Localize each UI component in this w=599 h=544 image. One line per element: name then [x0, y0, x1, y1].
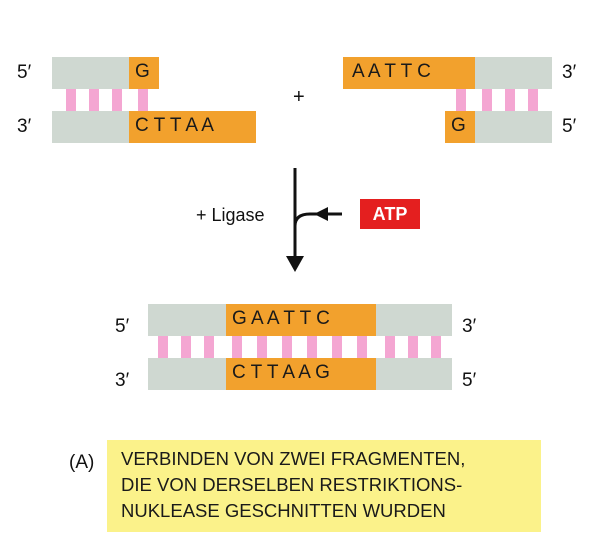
product-bottom-left-backbone [148, 358, 226, 390]
base-pair [482, 89, 492, 111]
left-fragment-bottom-3prime: 3′ [17, 116, 32, 137]
left-bottom-backbone [52, 111, 129, 143]
right-bottom-overhang [445, 111, 475, 143]
base-pair [204, 336, 214, 358]
right-top-backbone [475, 57, 552, 89]
base-pair [408, 336, 418, 358]
right-bottom-backbone [475, 111, 552, 143]
base-pair [357, 336, 367, 358]
base-pair [257, 336, 267, 358]
base-pair [232, 336, 242, 358]
left-top-backbone [52, 57, 129, 89]
product-top-3prime: 3′ [462, 316, 477, 337]
caption-box: VERBINDEN VON ZWEI FRAGMENTEN, DIE VON D… [107, 440, 541, 532]
base-pair [385, 336, 395, 358]
left-fragment-top-5prime: 5′ [17, 62, 32, 83]
base-pair [158, 336, 168, 358]
product-top-sequence: G A A T T C [232, 308, 330, 329]
caption-line: DIE VON DERSELBEN RESTRIKTIONS- [121, 474, 463, 495]
base-pair [307, 336, 317, 358]
product-top-5prime: 5′ [115, 316, 130, 337]
base-pair [431, 336, 441, 358]
product-bottom-right-backbone [376, 358, 452, 390]
right-fragment-bottom-5prime: 5′ [562, 116, 577, 137]
left-bottom-overhang [129, 111, 256, 143]
base-pair [181, 336, 191, 358]
base-pair [89, 89, 99, 111]
right-top-sequence: A A T T C [352, 61, 431, 82]
caption-line: VERBINDEN VON ZWEI FRAGMENTEN, [121, 448, 466, 469]
product-top-site [226, 304, 376, 336]
product-bottom-5prime: 5′ [462, 370, 477, 391]
right-top-overhang [343, 57, 475, 89]
ligase-label: + Ligase [196, 205, 265, 225]
base-pair [505, 89, 515, 111]
left-bottom-sequence: C T T A A [135, 115, 214, 136]
reaction-arrow [286, 168, 342, 272]
atp-badge: ATP [360, 199, 420, 229]
base-pair [138, 89, 148, 111]
left-top-sequence: G [135, 61, 150, 82]
base-pair [112, 89, 122, 111]
base-pair [332, 336, 342, 358]
base-pair [282, 336, 292, 358]
caption-label: (A) [69, 452, 95, 473]
base-pair [456, 89, 466, 111]
base-pair [66, 89, 76, 111]
right-fragment-top-3prime: 3′ [562, 62, 577, 83]
right-bottom-sequence: G [451, 115, 466, 136]
product-bottom-3prime: 3′ [115, 370, 130, 391]
plus-sign: + [293, 86, 305, 108]
product-top-right-backbone [376, 304, 452, 336]
caption-line: NUKLEASE GESCHNITTEN WURDEN [121, 500, 446, 521]
product-bottom-sequence: C T T A A G [232, 362, 330, 383]
product-bottom-site [226, 358, 376, 390]
left-top-overhang [129, 57, 159, 89]
product-top-left-backbone [148, 304, 226, 336]
base-pair [528, 89, 538, 111]
